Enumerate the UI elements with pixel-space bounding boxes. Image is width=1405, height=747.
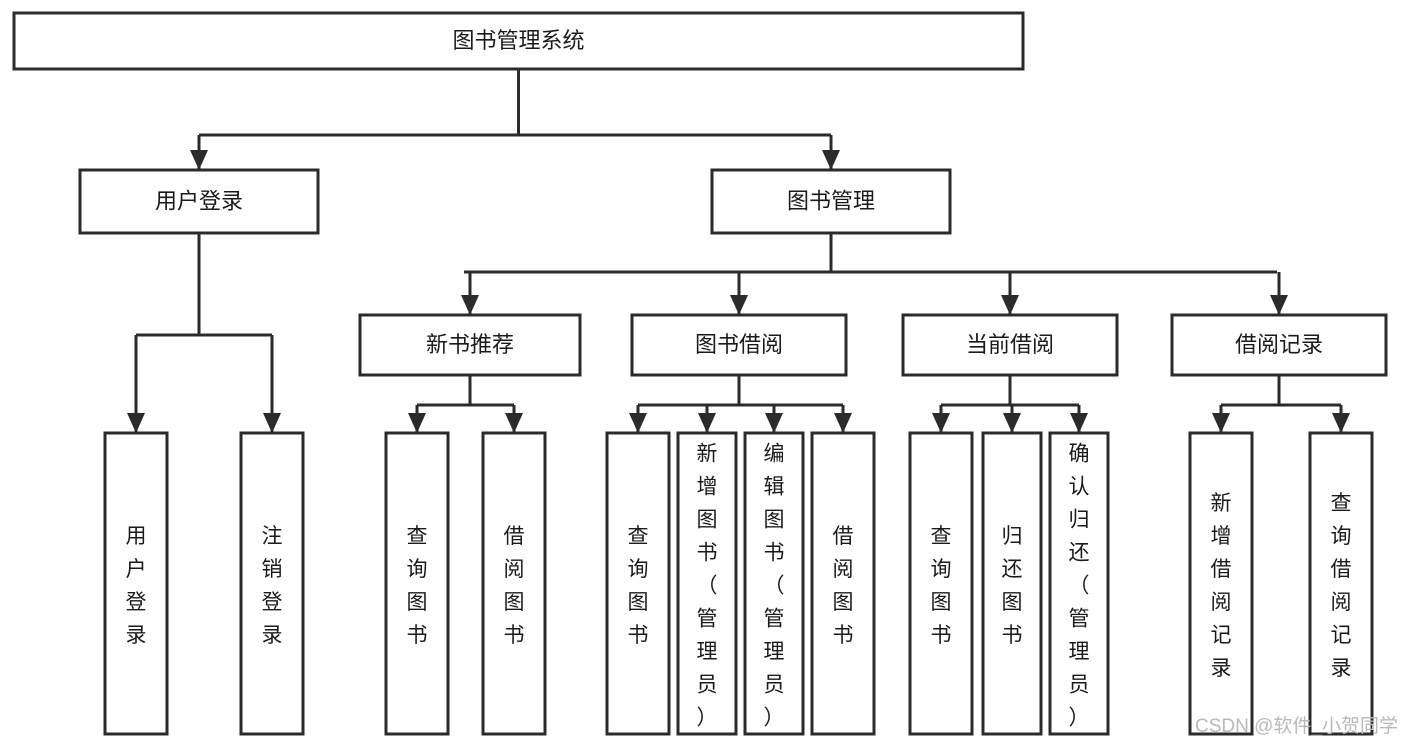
- node-box[interactable]: [1308, 431, 1374, 736]
- node-label: 图书管理系统: [452, 28, 584, 53]
- node-查询图书[interactable]: 查询图书: [384, 431, 450, 736]
- node-新增图书管理员[interactable]: 新增图书（管理员）: [676, 431, 738, 736]
- arrow-head-icon: [932, 413, 950, 433]
- connector-layer: [127, 69, 1350, 433]
- node-box[interactable]: [810, 431, 876, 736]
- edge-group-bus-record: [1212, 375, 1350, 433]
- arrow-head-icon: [822, 150, 840, 170]
- node-box[interactable]: [12, 11, 1025, 71]
- node-label: 图书管理: [787, 188, 875, 213]
- arrow-head-icon: [730, 295, 748, 315]
- arrow-head-icon: [408, 413, 426, 433]
- arrow-head-icon: [765, 413, 783, 433]
- node-label-vertical: 新增借阅记录: [1211, 492, 1232, 680]
- arrow-head-icon: [834, 413, 852, 433]
- node-label: 借阅记录: [1235, 332, 1323, 357]
- arrow-head-icon: [505, 413, 523, 433]
- node-当前借阅[interactable]: 当前借阅: [901, 313, 1119, 377]
- edge-group-bus-borrow: [629, 375, 852, 433]
- node-确认归还管理员[interactable]: 确认归还（管理员）: [1048, 431, 1110, 736]
- node-label: 图书借阅: [695, 332, 783, 357]
- node-新书推荐[interactable]: 新书推荐: [358, 313, 582, 377]
- node-label-vertical: 查询借阅记录: [1331, 492, 1352, 680]
- node-box[interactable]: [1188, 431, 1254, 736]
- node-box[interactable]: [481, 431, 547, 736]
- edge-group-bus-user-login: [127, 233, 281, 433]
- node-查询图书[interactable]: 查询图书: [908, 431, 974, 736]
- node-图书借阅[interactable]: 图书借阅: [630, 313, 848, 377]
- edge-group-bus-current: [932, 375, 1088, 433]
- node-box[interactable]: [103, 431, 169, 736]
- node-图书管理[interactable]: 图书管理: [710, 168, 952, 235]
- arrow-head-icon: [1001, 295, 1019, 315]
- node-label: 新书推荐: [426, 332, 514, 357]
- node-label-vertical: 借阅图书: [833, 525, 854, 647]
- arrow-head-icon: [1212, 413, 1230, 433]
- node-box[interactable]: [239, 431, 305, 736]
- node-编辑图书管理员[interactable]: 编辑图书（管理员）: [743, 431, 805, 736]
- arrow-head-icon: [461, 295, 479, 315]
- node-图书管理系统[interactable]: 图书管理系统: [12, 11, 1025, 71]
- arrow-head-icon: [1270, 295, 1288, 315]
- edge-group-bus-book-manage: [461, 233, 1288, 315]
- node-归还图书[interactable]: 归还图书: [981, 431, 1043, 736]
- node-label-vertical: 查询图书: [628, 525, 649, 647]
- node-box[interactable]: [743, 431, 805, 736]
- node-box[interactable]: [901, 313, 1119, 377]
- node-label-vertical: 新增图书（管理员）: [697, 443, 718, 730]
- arrow-head-icon: [1070, 413, 1088, 433]
- node-借阅图书[interactable]: 借阅图书: [481, 431, 547, 736]
- arrow-head-icon: [1003, 413, 1021, 433]
- node-用户登录[interactable]: 用户登录: [103, 431, 169, 736]
- node-box[interactable]: [605, 431, 671, 736]
- node-借阅图书[interactable]: 借阅图书: [810, 431, 876, 736]
- node-label: 当前借阅: [966, 332, 1054, 357]
- node-box[interactable]: [358, 313, 582, 377]
- node-注销登录[interactable]: 注销登录: [239, 431, 305, 736]
- node-查询图书[interactable]: 查询图书: [605, 431, 671, 736]
- node-label-vertical: 用户登录: [126, 525, 147, 647]
- csdn-watermark: CSDN @软件_小贺同学: [1195, 715, 1398, 737]
- arrow-head-icon: [629, 413, 647, 433]
- node-layer: 图书管理系统用户登录图书管理新书推荐图书借阅当前借阅借阅记录用户登录注销登录查询…: [12, 11, 1388, 736]
- node-box[interactable]: [630, 313, 848, 377]
- node-box[interactable]: [384, 431, 450, 736]
- node-label-vertical: 查询图书: [931, 525, 952, 647]
- node-新增借阅记录[interactable]: 新增借阅记录: [1188, 431, 1254, 736]
- node-label-vertical: 编辑图书（管理员）: [764, 443, 785, 730]
- arrow-head-icon: [263, 413, 281, 433]
- arrow-head-icon: [698, 413, 716, 433]
- arrow-head-icon: [127, 413, 145, 433]
- node-label-vertical: 注销登录: [262, 525, 283, 647]
- node-label: 用户登录: [155, 188, 243, 213]
- node-box[interactable]: [710, 168, 952, 235]
- node-box[interactable]: [1048, 431, 1110, 736]
- node-label-vertical: 确认归还（管理员）: [1069, 443, 1090, 730]
- node-box[interactable]: [78, 168, 320, 235]
- node-查询借阅记录[interactable]: 查询借阅记录: [1308, 431, 1374, 736]
- node-label-vertical: 查询图书: [407, 525, 428, 647]
- node-box[interactable]: [981, 431, 1043, 736]
- node-box[interactable]: [1170, 313, 1388, 377]
- node-label-vertical: 归还图书: [1002, 525, 1023, 647]
- edge-group-bus-new-book: [408, 375, 523, 433]
- node-用户登录[interactable]: 用户登录: [78, 168, 320, 235]
- node-label-vertical: 借阅图书: [504, 525, 525, 647]
- arrow-head-icon: [1332, 413, 1350, 433]
- arrow-head-icon: [190, 150, 208, 170]
- node-借阅记录[interactable]: 借阅记录: [1170, 313, 1388, 377]
- node-box[interactable]: [676, 431, 738, 736]
- edge-group-bus-root: [190, 69, 840, 170]
- node-box[interactable]: [908, 431, 974, 736]
